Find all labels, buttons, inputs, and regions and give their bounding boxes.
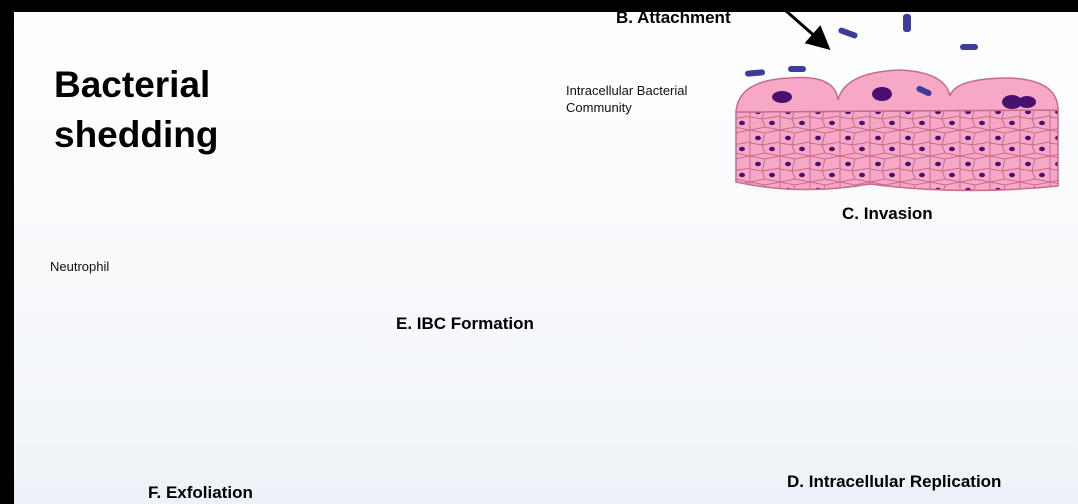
label-intracellular-replication: D. Intracellular Replication [787, 472, 1001, 492]
label-exfoliation: F. Exfoliation [148, 483, 253, 503]
label-ibc-formation: E. IBC Formation [396, 314, 534, 334]
epithelium-layer [736, 110, 1058, 191]
label-attachment: B. Attachment [616, 8, 731, 28]
label-ibc-community: Intracellular Bacterial Community [566, 82, 687, 116]
label-invasion: C. Invasion [842, 204, 933, 224]
panel-attachment-invasion [736, 10, 1058, 191]
label-neutrophil: Neutrophil [50, 258, 109, 275]
